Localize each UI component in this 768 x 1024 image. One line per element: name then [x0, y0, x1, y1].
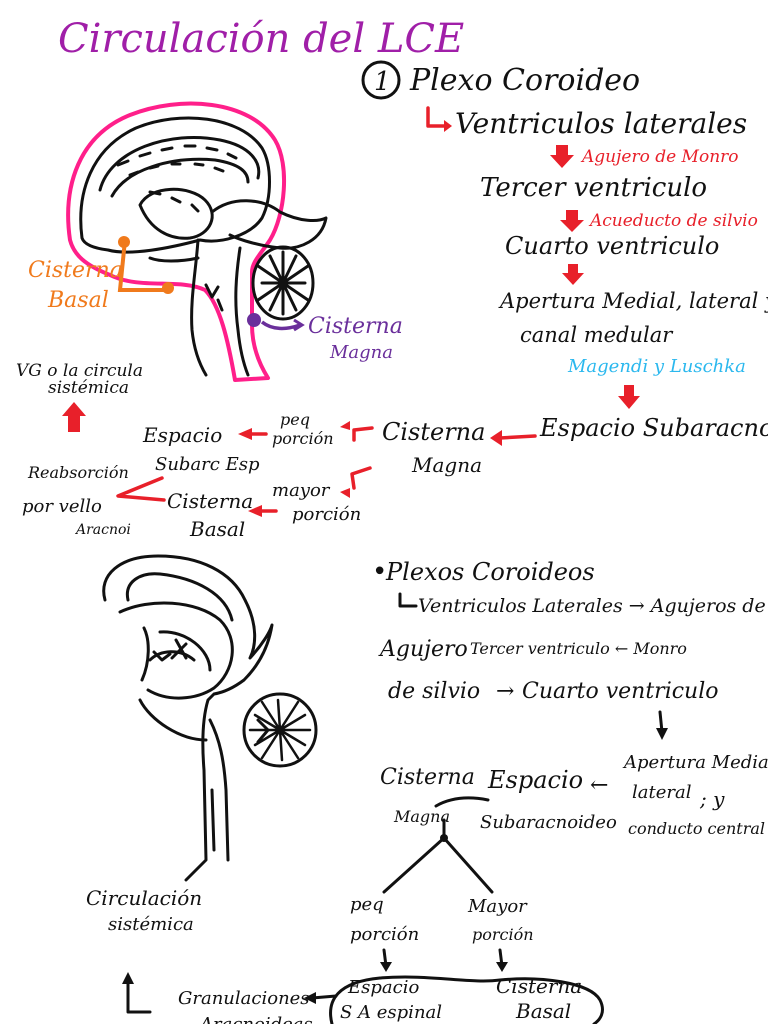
page-title: Circulación del LCE — [58, 16, 464, 62]
flow2-arrow-cuarto: → — [496, 679, 514, 704]
step-number-1: 1 — [374, 67, 391, 97]
flow2-mayor-1: Mayor — [467, 896, 528, 917]
flow1-reabsorcion-2: por vello — [22, 496, 102, 517]
flow1-mayor-2: porción — [292, 504, 361, 525]
flow2-apertura-2: lateral — [632, 782, 692, 803]
brain-sketch-bottom — [102, 554, 318, 882]
flow2-apertura-4: conducto central — [628, 819, 765, 838]
flow-1: 1 Plexo Coroideo Ventriculos laterales A… — [16, 60, 768, 541]
flow2-cisterna-basal-2: Basal — [515, 999, 571, 1023]
flow2-espacio-sa-2: S A espinal — [340, 1002, 442, 1023]
flow1-agujero-monro: Agujero de Monro — [580, 147, 739, 167]
brain-contour — [79, 116, 271, 254]
flow1-espacio-subarc-2: Subarc Esp — [155, 454, 260, 475]
label-cisterna-basal-2: Basal — [47, 288, 109, 313]
flow1-espacio-subaracnoideo: Espacio Subaracnoideo — [539, 414, 768, 442]
flow1-apertura-2: canal medular — [520, 323, 674, 347]
flow1-plexo: Plexo Coroideo — [409, 63, 640, 98]
label-cisterna-magna-1: Cisterna — [308, 314, 403, 339]
flow2-subaracnoideo: Subaracnoideo — [480, 812, 617, 833]
flow1-cisterna-basal-2: Basal — [189, 517, 245, 541]
flow2-tercer: Tercer ventriculo ← Monro — [470, 639, 687, 658]
ventricle-flow-arrows — [116, 144, 238, 213]
flow1-cisterna-basal-1: Cisterna — [167, 489, 253, 513]
flow2-de-silvio: de silvio — [388, 679, 480, 704]
flow1-apertura-1: Apertura Medial, lateral y — [498, 289, 768, 313]
flow2-agujero: Agujero — [378, 637, 468, 662]
flow2-granulaciones-2: Aracnoideas — [198, 1014, 313, 1024]
flow1-espacio-subarc-1: Espacio — [142, 423, 222, 447]
flow2-cisterna: Cisterna — [380, 765, 475, 790]
flow2-espacio-sa-1: Espacio — [347, 977, 419, 998]
flow1-cisterna-magna-2: Magna — [411, 453, 482, 477]
flow1-cuarto-ventriculo: Cuarto ventriculo — [505, 232, 719, 260]
flow-2: • Plexos Coroideos Ventriculos Laterales… — [86, 557, 768, 1024]
flow2-circulacion-1: Circulación — [86, 886, 202, 910]
flow2-arrow-left: ← — [590, 773, 608, 798]
flow1-magendie-luschka: Magendi y Luschka — [567, 356, 746, 377]
flow2-circulacion-2: sistémica — [108, 914, 194, 935]
flow1-mayor-1: mayor — [272, 480, 331, 501]
flow2-espacio: Espacio — [487, 766, 583, 794]
flow2-peq-2: porción — [350, 924, 419, 945]
brain-outline — [66, 101, 286, 382]
flow1-peq-2: porción — [272, 429, 334, 448]
flow1-tercer-ventriculo: Tercer ventriculo — [480, 173, 707, 203]
flow2-plexos: Plexos Coroideos — [385, 558, 595, 586]
flow1-ventriculos-laterales: Ventriculos laterales — [455, 107, 747, 140]
flow1-cisterna-magna-1: Cisterna — [382, 418, 485, 446]
flow2-mayor-2: porción — [472, 925, 534, 944]
flow1-reabsorcion-3: Aracnoi — [74, 522, 131, 538]
brain-sagittal-diagram — [66, 101, 328, 382]
label-cisterna-basal-1: Cisterna — [28, 258, 123, 283]
flow2-granulaciones-1: Granulaciones — [178, 988, 310, 1009]
flow1-peq-1: peq — [280, 410, 310, 429]
flow1-vg-circulacion-2: sistémica — [48, 378, 129, 398]
flow2-apertura-1: Apertura Medial — [622, 752, 768, 773]
flow1-reabsorcion-1: Reabsorción — [27, 463, 129, 482]
flow2-cuarto: Cuarto ventriculo — [522, 679, 719, 704]
flow2-magna: Magna — [393, 807, 450, 826]
flow1-acueducto-silvio: Acueducto de silvio — [588, 211, 758, 231]
flow1-vg-circulacion-1: VG o la circula — [16, 361, 143, 381]
flow2-cisterna-basal-1: Cisterna — [496, 974, 582, 998]
flow2-apertura-3: ; y — [699, 787, 725, 811]
label-cisterna-magna-2: Magna — [329, 342, 393, 363]
flow2-peq-1: peq — [350, 894, 384, 915]
flow2-line1: Ventriculos Laterales → Agujeros de — [418, 595, 766, 617]
flow2-bullet: • — [372, 557, 387, 587]
